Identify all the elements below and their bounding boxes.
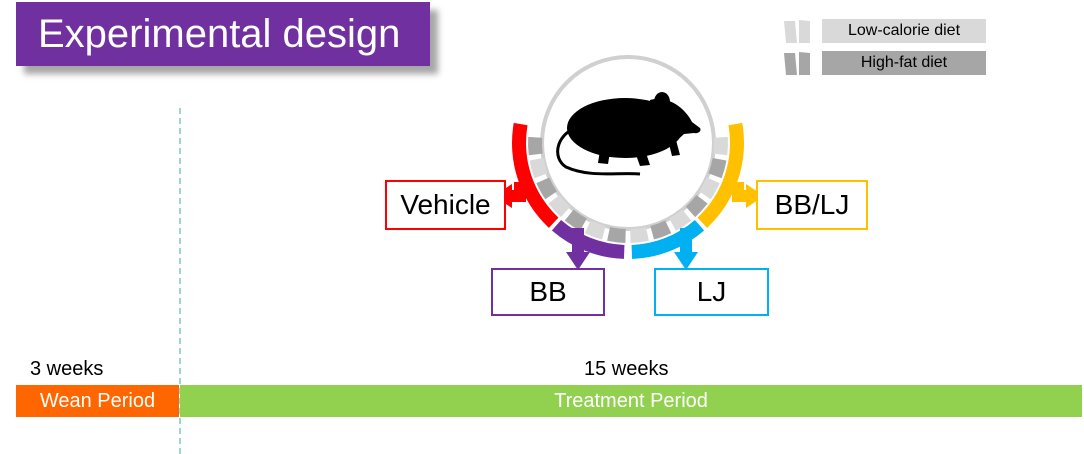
timeline-divider <box>179 108 181 454</box>
arrow-down-icon <box>732 182 764 208</box>
legend-swatch-low-calorie <box>784 20 810 43</box>
high-fat-segment <box>685 195 708 218</box>
legend-swatch-high-fat <box>784 52 810 75</box>
low-calorie-segment <box>630 227 649 243</box>
high-fat-segment <box>708 158 727 179</box>
arrow-down-icon <box>674 228 698 270</box>
diet-ring <box>528 136 728 243</box>
group-lj: LJ <box>654 268 769 316</box>
high-fat-segment <box>650 220 672 240</box>
group-vehicle: Vehicle <box>385 180 506 230</box>
bb-arc <box>551 219 625 259</box>
legend-low-calorie-label: Low-calorie diet <box>822 19 986 43</box>
wean-duration: 3 weeks <box>30 358 104 380</box>
treatment-duration: 15 weeks <box>584 358 669 380</box>
treatment-period-bar: Treatment Period <box>180 385 1082 417</box>
low-calorie-segment <box>669 209 692 231</box>
low-calorie-segment <box>584 220 606 240</box>
treatment-period-label: Treatment Period <box>554 389 708 412</box>
vehicle-arc <box>512 122 559 228</box>
bblj-arc <box>697 122 744 228</box>
high-fat-segment <box>607 227 626 243</box>
group-bb: BB <box>491 268 605 316</box>
rat-icon <box>556 92 701 176</box>
group-bblj: BB/LJ <box>756 180 868 230</box>
high-fat-segment <box>536 177 557 200</box>
low-calorie-segment <box>699 177 720 200</box>
high-fat-segment <box>564 209 587 231</box>
arrow-down-icon <box>566 228 590 270</box>
low-calorie-segment <box>548 195 571 218</box>
title-banner: Experimental design <box>16 2 430 66</box>
page-title: Experimental design <box>38 12 401 56</box>
legend-high-fat-label: High-fat diet <box>822 51 986 75</box>
wean-period-bar: Wean Period <box>16 385 179 417</box>
low-calorie-segment <box>713 136 728 156</box>
high-fat-segment <box>528 136 543 156</box>
low-calorie-segment <box>529 158 548 179</box>
wean-period-label: Wean Period <box>39 389 156 412</box>
